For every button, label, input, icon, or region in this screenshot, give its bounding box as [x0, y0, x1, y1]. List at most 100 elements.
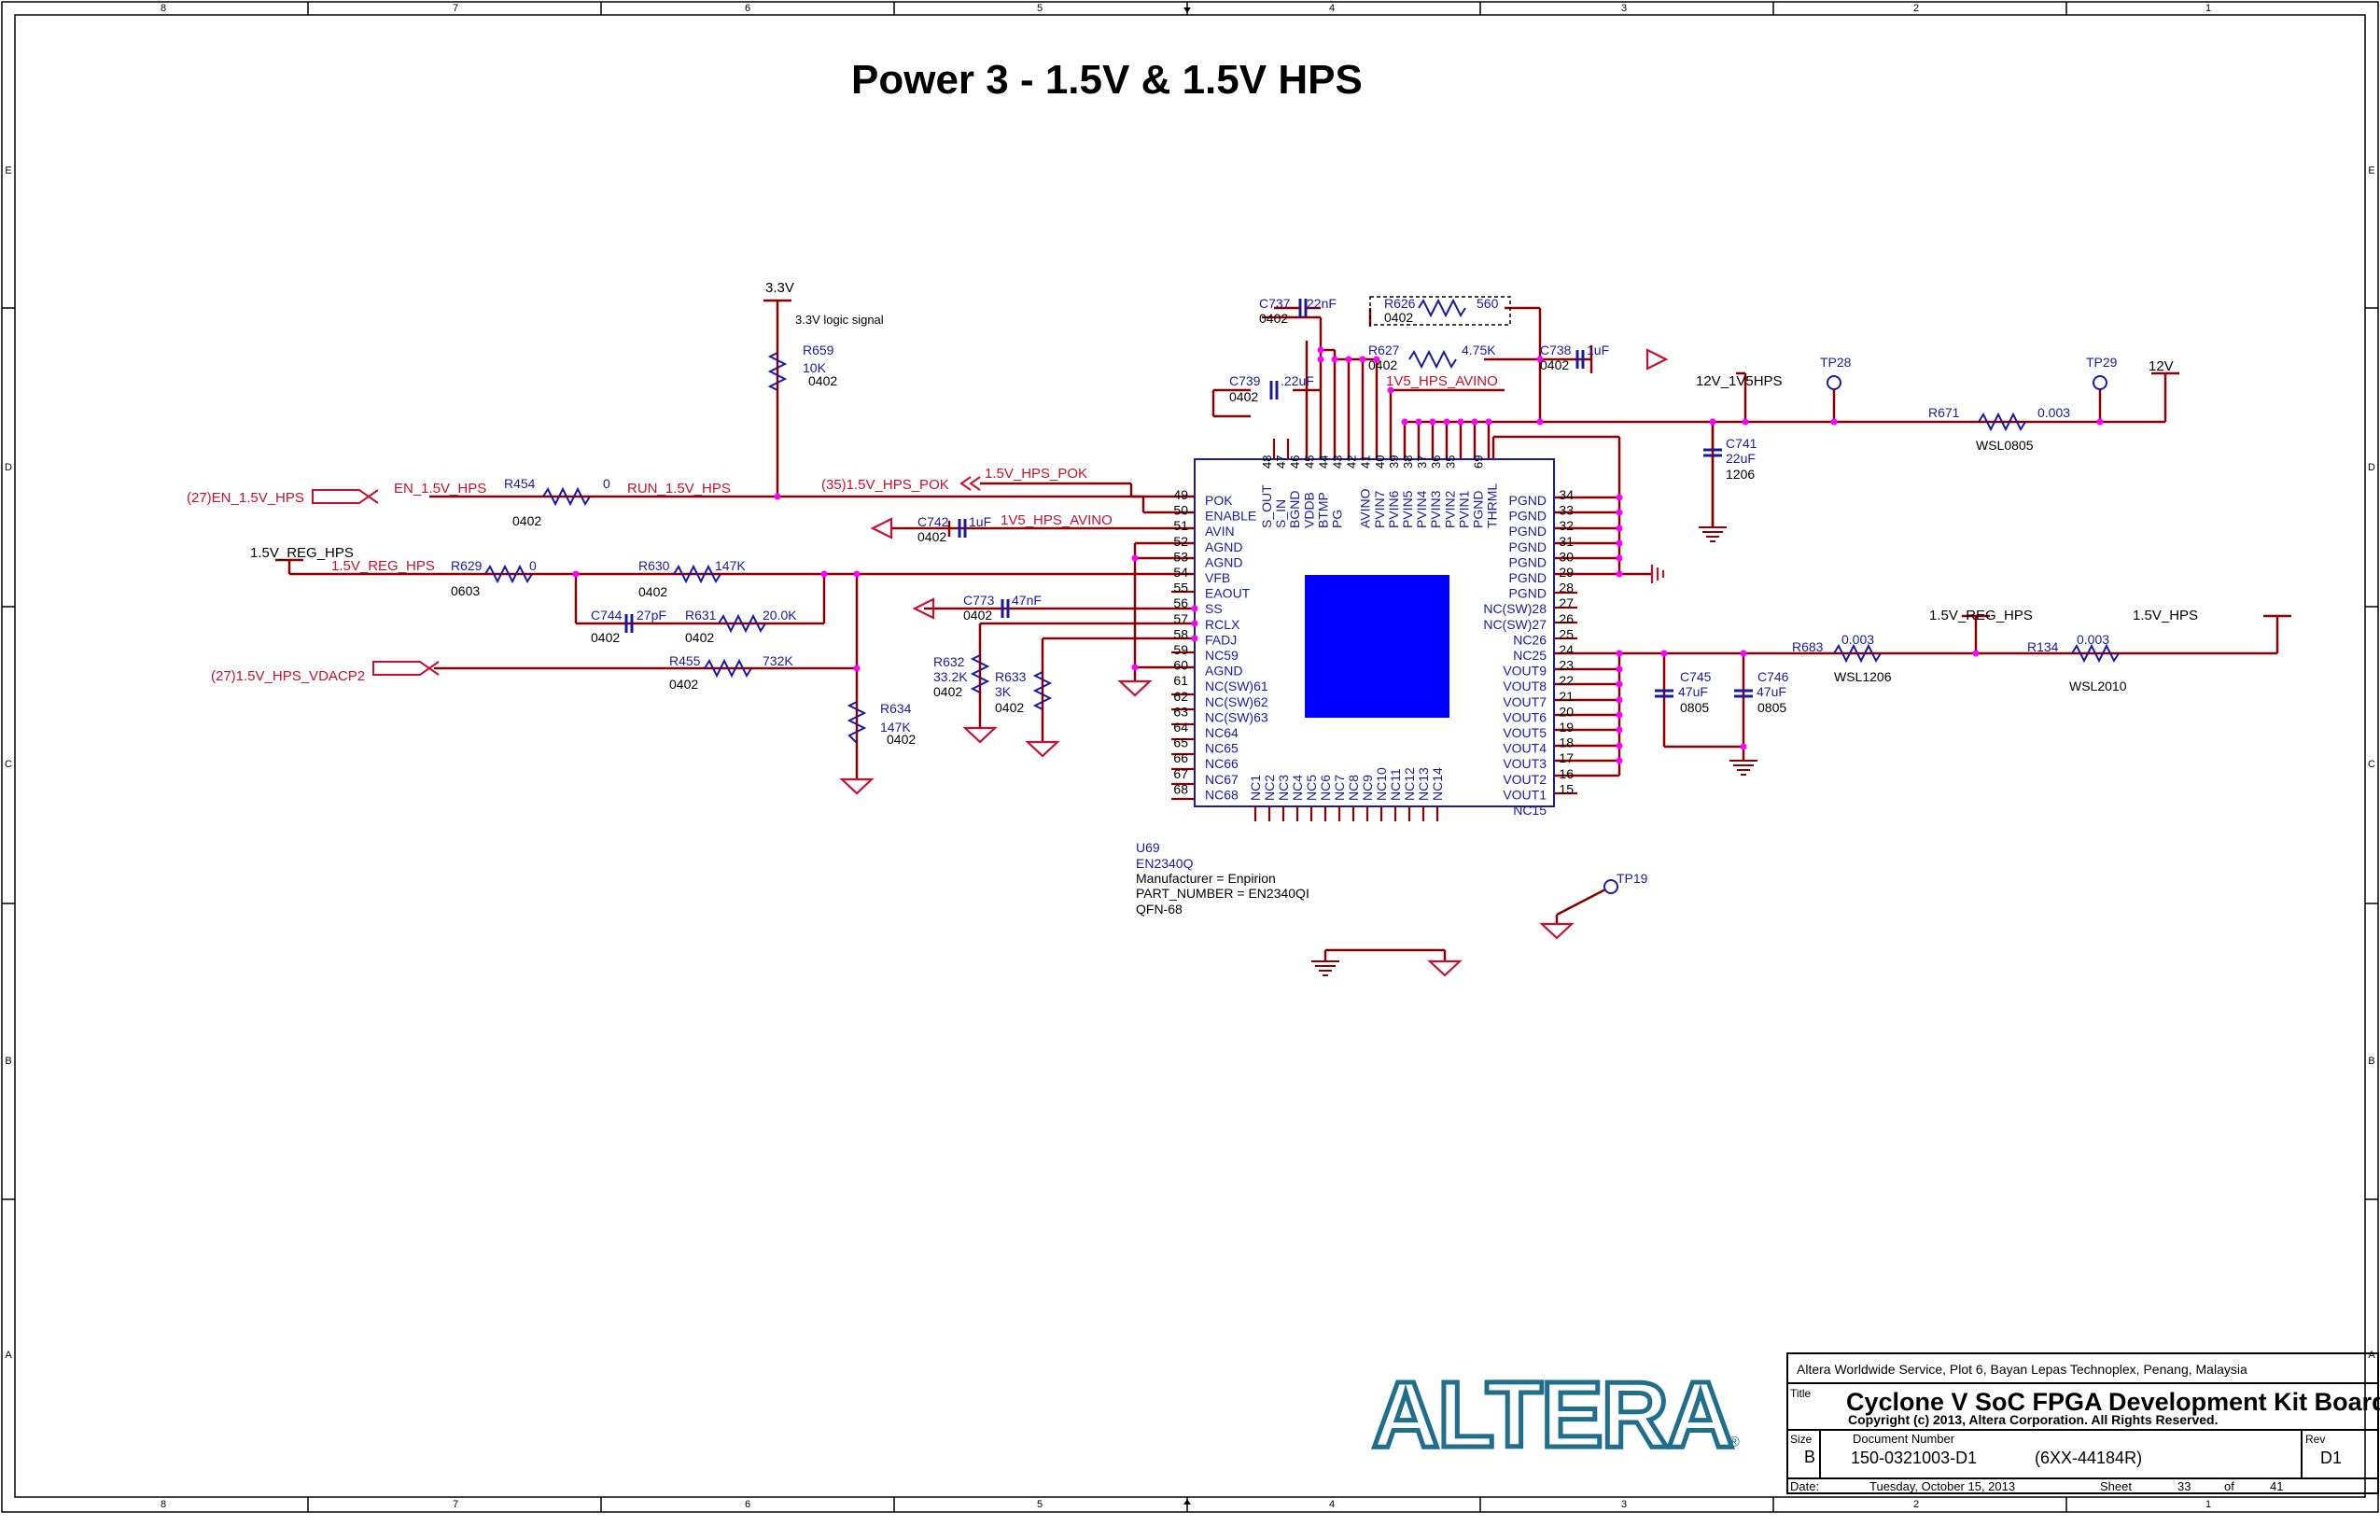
r455-pkg: 0402 — [669, 677, 698, 692]
net-1v5-hps: 1.5V_HPS — [2133, 608, 2198, 623]
ic-pin-name: NC26 — [1513, 632, 1547, 647]
net-3v3: 3.3V — [765, 280, 794, 296]
junction-dot — [1742, 418, 1749, 426]
ic-pin-name: NC67 — [1205, 772, 1239, 787]
c742-symbol — [958, 519, 967, 538]
r627-ref: R627 — [1368, 343, 1400, 357]
r629-ref: R629 — [451, 558, 483, 573]
ic-pin-number: 25 — [1559, 626, 1574, 641]
c773-pkg: 0402 — [963, 608, 992, 623]
ic-pin-number: 36 — [1429, 455, 1443, 469]
r454-pkg: 0402 — [512, 513, 541, 528]
arrow-left-icon — [870, 517, 893, 539]
ic-pin-name: VDDB — [1301, 492, 1316, 528]
ic-pin-number: 62 — [1173, 689, 1188, 704]
ic-pin-name: PVIN6 — [1386, 490, 1401, 528]
c739-ref: C739 — [1229, 373, 1261, 388]
c741-val: 22uF — [1726, 451, 1756, 466]
c739-val: .22uF — [1281, 373, 1314, 388]
ic-pin-name: PGND — [1509, 493, 1547, 508]
ic-pin-name: NC9 — [1360, 775, 1375, 801]
r626-symbol — [1418, 298, 1466, 318]
ic-pin-name: NC13 — [1416, 767, 1431, 801]
junction-dot — [1660, 650, 1668, 657]
junction-dot — [1740, 650, 1747, 657]
junction-dot — [1616, 742, 1623, 749]
c741-ref: C741 — [1726, 436, 1757, 451]
r634-symbol — [847, 701, 867, 744]
ic-pin-number: 67 — [1173, 766, 1188, 781]
ic-pin-number: 57 — [1173, 611, 1188, 626]
ic-pin-number: 66 — [1173, 750, 1188, 765]
c773-val: 47nF — [1012, 593, 1042, 608]
ic-pin-name: THRML — [1485, 483, 1500, 528]
r659-ref: R659 — [803, 343, 834, 357]
ic-pin-number: 41 — [1359, 455, 1373, 469]
c744-ref: C744 — [591, 608, 623, 623]
c737-ref: C737 — [1259, 296, 1291, 311]
r671-val: 0.003 — [2037, 405, 2070, 420]
junction-dot — [1131, 554, 1139, 562]
junction-dot — [1415, 418, 1422, 426]
net-12v: 12V — [2149, 358, 2174, 374]
col-label: 4 — [1329, 3, 1335, 14]
r631-ref: R631 — [685, 608, 717, 623]
ic-pin-name: NC68 — [1205, 787, 1239, 802]
en-port-arrow-icon — [312, 489, 379, 504]
ic-pin-number: 61 — [1173, 673, 1188, 688]
ic-pin-name: NC4 — [1290, 775, 1305, 801]
ic-pin-name: PVIN7 — [1372, 490, 1387, 528]
r633-pkg: 0402 — [995, 700, 1024, 715]
r630-symbol — [673, 564, 721, 584]
ic-pin-name: VOUT7 — [1503, 694, 1547, 709]
c742-val: 1uF — [969, 514, 991, 529]
ic-pin-name: PVIN3 — [1428, 490, 1443, 528]
c739-symbol — [1269, 381, 1279, 399]
cap-wire-overrides — [1274, 306, 1715, 527]
ic-pin-number: 42 — [1345, 455, 1359, 469]
junction-dot — [1471, 418, 1478, 426]
r631-val: 20.0K — [763, 608, 797, 623]
c738-symbol — [1575, 350, 1585, 369]
c738-pkg: 0402 — [1540, 357, 1569, 372]
c744-val: 27pF — [637, 608, 666, 623]
c742-ref: C742 — [917, 514, 949, 529]
ic-pin-name: NC2 — [1262, 775, 1277, 801]
r627-val: 4.75K — [1462, 343, 1496, 357]
r627-pkg: 0402 — [1368, 357, 1397, 372]
ground-icon — [1427, 959, 1463, 977]
ic-pin-number: 27 — [1559, 595, 1574, 610]
ic-pin-name: AVINO — [1358, 488, 1373, 528]
ic-pin-name: PGND — [1509, 570, 1547, 585]
vdacp2-port-arrow-icon — [372, 661, 440, 676]
col-label: 5 — [1037, 3, 1043, 14]
c737-symbol — [1298, 299, 1308, 317]
tb-size-label: Size — [1790, 1433, 1813, 1446]
col-label: 6 — [745, 1499, 750, 1510]
r134-symbol — [2071, 643, 2120, 664]
tp29-icon — [2093, 375, 2107, 390]
c744-pkg: 0402 — [591, 630, 620, 645]
junction-dot — [1616, 680, 1623, 688]
earth-ground-icon — [1311, 960, 1339, 976]
ic-pin-number: 23 — [1559, 658, 1574, 673]
ic-ref: U69 — [1136, 840, 1160, 855]
ic-pin-number: 52 — [1173, 534, 1188, 549]
ic-pin-number: 17 — [1559, 750, 1574, 765]
c746-symbol — [1734, 689, 1753, 698]
tb-company: Altera Worldwide Service, Plot 6, Bayan … — [1797, 1362, 2247, 1377]
ic-pin-name: FADJ — [1205, 632, 1237, 647]
tb-sheet: 33 — [2177, 1479, 2191, 1493]
junction-dot — [1373, 356, 1380, 363]
col-label: 3 — [1621, 3, 1627, 14]
ic-pin-name: NC14 — [1430, 767, 1445, 801]
ic-pin-name: NC59 — [1205, 648, 1239, 663]
junction-dot — [853, 665, 861, 672]
junction-dot — [1740, 743, 1747, 750]
ic-pin-name: NC25 — [1513, 648, 1547, 663]
r626-ref: R626 — [1384, 296, 1416, 311]
r632-ref: R632 — [933, 654, 965, 669]
ic-pin-number: 40 — [1373, 455, 1387, 469]
c744-symbol — [624, 614, 634, 633]
ic-pin-number: 22 — [1559, 673, 1574, 688]
